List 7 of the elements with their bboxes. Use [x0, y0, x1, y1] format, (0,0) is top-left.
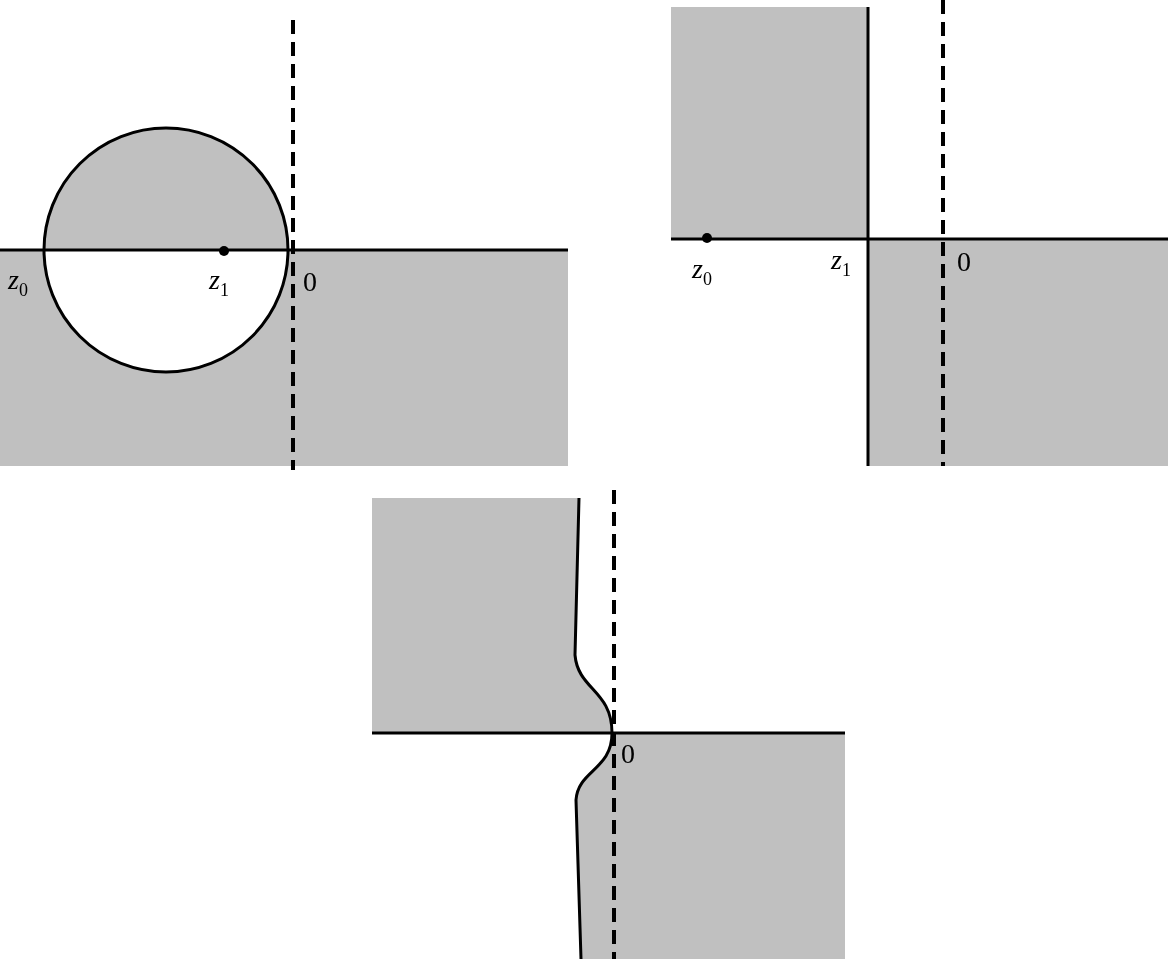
- point-label: z$_{1}$: [209, 266, 229, 299]
- origin-label: 0: [621, 740, 635, 768]
- point-label: z$_{0}$: [692, 255, 712, 288]
- origin-label: 0: [957, 248, 971, 276]
- point-label: z$_{0}$: [8, 266, 28, 299]
- origin-label: 0: [303, 268, 317, 296]
- point-label: z$_{1}$: [831, 246, 851, 279]
